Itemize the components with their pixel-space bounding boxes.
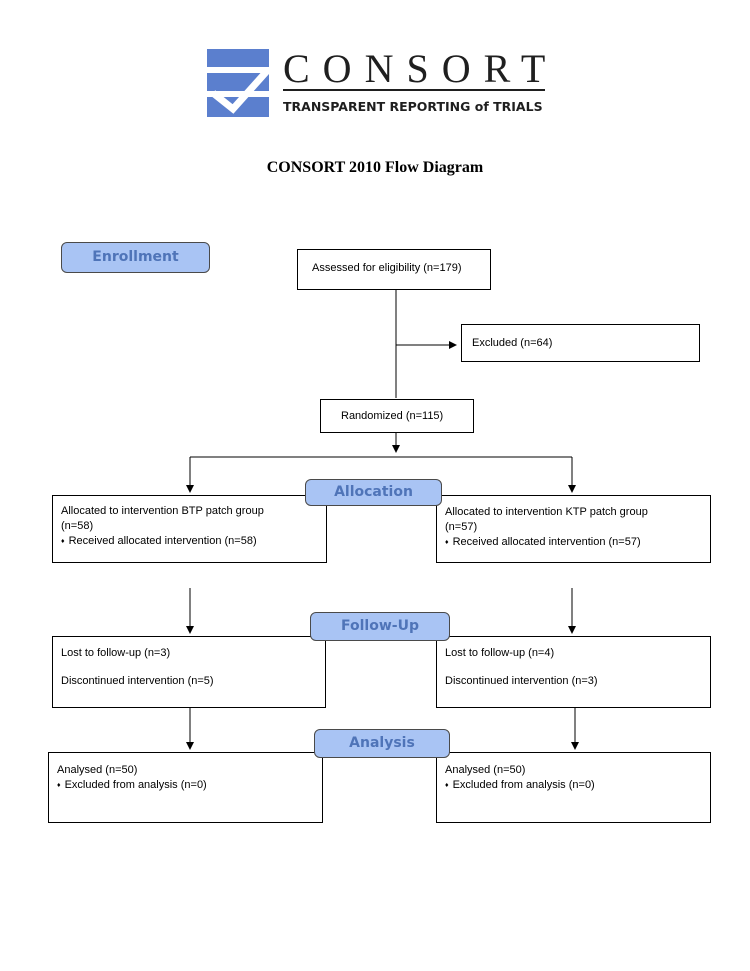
box-assessed-eligibility: Assessed for eligibility (n=179) <box>297 249 491 290</box>
box-followup-left: Lost to follow-up (n=3) Discontinued int… <box>52 636 326 708</box>
consort-logo: CONSORT TRANSPARENT REPORTING of TRIALS <box>207 46 552 119</box>
assessed-text: Assessed for eligibility (n=179) <box>312 262 462 274</box>
alloc-right-line2: (n=57) <box>445 521 478 533</box>
follow-right-lost: Lost to follow-up (n=4) <box>445 647 555 659</box>
stage-enrollment: Enrollment <box>61 242 210 273</box>
follow-left-discontinued: Discontinued intervention (n=5) <box>61 675 214 687</box>
analysis-right-bullet: Excluded from analysis (n=0) <box>445 778 702 794</box>
stage-analysis: Analysis <box>314 729 450 758</box>
box-analysis-left: Analysed (n=50) Excluded from analysis (… <box>48 752 323 823</box>
analysis-left-bullet: Excluded from analysis (n=0) <box>57 778 314 794</box>
alloc-left-line1: Allocated to intervention BTP patch grou… <box>61 505 264 517</box>
logo-tagline: TRANSPARENT REPORTING of TRIALS <box>283 99 543 114</box>
alloc-right-line1: Allocated to intervention KTP patch grou… <box>445 506 648 518</box>
logo-divider <box>283 89 545 91</box>
box-followup-right: Lost to follow-up (n=4) Discontinued int… <box>436 636 711 708</box>
box-randomized: Randomized (n=115) <box>320 399 474 433</box>
diagram-title: CONSORT 2010 Flow Diagram <box>266 159 484 176</box>
follow-left-lost: Lost to follow-up (n=3) <box>61 647 171 659</box>
analysis-right-analysed: Analysed (n=50) <box>445 764 526 776</box>
box-allocation-right: Allocated to intervention KTP patch grou… <box>436 495 711 563</box>
stage-allocation: Allocation <box>305 479 442 506</box>
alloc-left-line2: (n=58) <box>61 520 94 532</box>
follow-right-discontinued: Discontinued intervention (n=3) <box>445 675 598 687</box>
analysis-left-analysed: Analysed (n=50) <box>57 764 138 776</box>
stage-follow-up: Follow-Up <box>310 612 450 641</box>
box-analysis-right: Analysed (n=50) Excluded from analysis (… <box>436 752 711 823</box>
excluded-text: Excluded (n=64) <box>472 337 553 349</box>
logo-wordmark: CONSORT <box>283 46 559 91</box>
consort-checkmark-icon <box>207 49 269 117</box>
alloc-right-bullet: Received allocated intervention (n=57) <box>445 535 702 551</box>
box-allocation-left: Allocated to intervention BTP patch grou… <box>52 495 327 563</box>
box-excluded: Excluded (n=64) <box>461 324 700 362</box>
randomized-text: Randomized (n=115) <box>341 410 444 422</box>
alloc-left-bullet: Received allocated intervention (n=58) <box>61 534 318 550</box>
